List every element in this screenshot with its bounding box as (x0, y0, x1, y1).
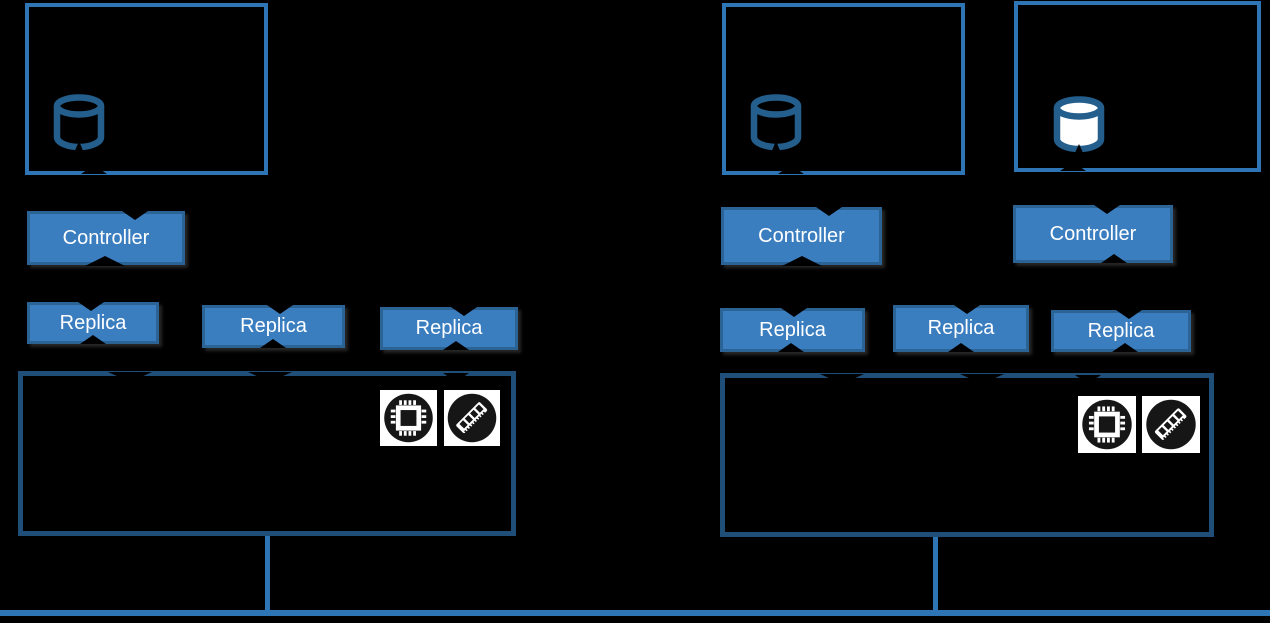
controller-node: Controller (721, 207, 882, 266)
replica-node: Replica (720, 308, 865, 352)
connector-notch (122, 211, 148, 220)
replica-label: Replica (415, 317, 483, 339)
storage-box-right-a (722, 3, 965, 175)
controller-label: Controller (1049, 222, 1137, 245)
connector-notch (778, 165, 804, 174)
connector-notch (267, 305, 293, 314)
replica-label: Replica (759, 318, 826, 341)
connector-stem-left (265, 536, 270, 612)
replica-node: Replica (893, 305, 1029, 352)
connector-notch (948, 343, 974, 352)
replica-node: Replica (202, 305, 345, 348)
connector-notch (248, 372, 292, 382)
connector-notch (820, 374, 864, 384)
connector-notch (108, 372, 152, 382)
connector-notch (80, 335, 106, 344)
connector-notch (260, 339, 286, 348)
replica-node: Replica (380, 307, 518, 350)
storage-box-left (25, 3, 268, 175)
replica-label: Replica (1087, 319, 1155, 342)
replica-node: Replica (27, 302, 159, 344)
network-bar (0, 610, 1270, 616)
connector-notch (778, 343, 804, 352)
node-box-left (18, 371, 516, 536)
controller-node: Controller (27, 211, 185, 266)
connector-notch (443, 373, 469, 382)
storage-box-right-b (1014, 1, 1261, 172)
replica-label: Replica (59, 311, 127, 334)
controller-label: Controller (758, 224, 845, 247)
node-box-right (720, 373, 1214, 537)
connector-notch (81, 165, 107, 174)
connector-notch (451, 307, 477, 316)
cpu-icon (380, 390, 437, 446)
connector-notch (1116, 310, 1142, 319)
connector-notch (954, 305, 980, 314)
connector-notch (1094, 205, 1120, 214)
cpu-icon (1078, 396, 1136, 453)
connector-notch (960, 374, 1004, 384)
replica-node: Replica (1051, 310, 1191, 352)
controller-label: Controller (62, 226, 150, 249)
connector-notch (85, 256, 125, 266)
connector-notch (1101, 254, 1127, 263)
database-icon (745, 93, 807, 153)
connector-stem-right (933, 537, 938, 612)
connector-notch (78, 302, 104, 311)
connector-notch (443, 341, 469, 350)
connector-notch (1060, 162, 1086, 171)
connector-notch (816, 207, 842, 216)
connector-notch (1112, 343, 1138, 352)
connector-notch (1075, 375, 1101, 384)
replica-label: Replica (927, 317, 995, 339)
ram-icon (444, 390, 500, 446)
ram-icon (1142, 396, 1200, 453)
database-filled-icon (1048, 95, 1110, 155)
connector-notch (782, 256, 822, 266)
database-icon (48, 93, 110, 153)
controller-node: Controller (1013, 205, 1173, 263)
replica-label: Replica (240, 315, 307, 337)
connector-notch (781, 308, 807, 317)
